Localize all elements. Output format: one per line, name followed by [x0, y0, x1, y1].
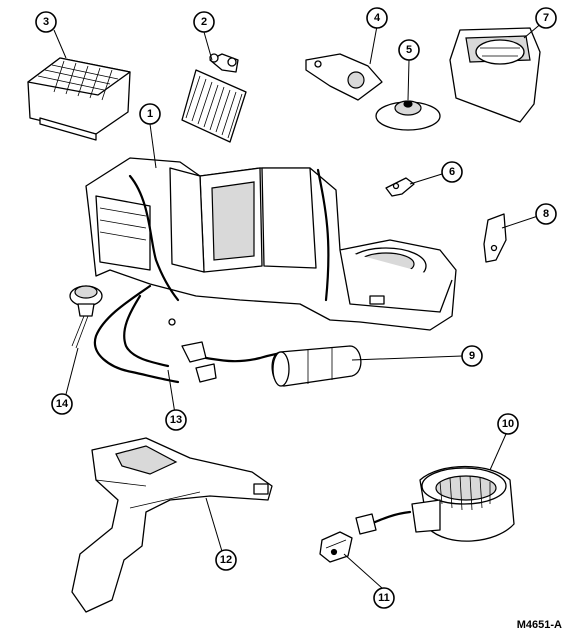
callout-13: 13	[165, 409, 187, 431]
part-3-filter-module	[27, 57, 131, 141]
part-5-grommet	[375, 100, 441, 131]
svg-text:3: 3	[43, 16, 49, 28]
svg-text:14: 14	[56, 398, 69, 410]
svg-text:5: 5	[406, 44, 412, 56]
part-8-bracket	[483, 213, 507, 263]
callout-7: 7	[535, 7, 557, 29]
part-10-blower-motor	[355, 465, 515, 542]
callout-3: 3	[35, 11, 57, 33]
svg-text:6: 6	[449, 166, 455, 178]
part-14-vacuum-actuator	[69, 285, 103, 349]
part-2-heater-core	[181, 53, 247, 143]
callout-9: 9	[461, 345, 483, 367]
part-9-vacuum-reservoir	[271, 345, 362, 387]
svg-text:7: 7	[543, 12, 549, 24]
part-7-air-inlet-duct	[449, 27, 541, 123]
callout-8: 8	[535, 203, 557, 225]
callout-14: 14	[51, 393, 73, 415]
part-6-clip	[385, 177, 415, 197]
svg-text:13: 13	[170, 414, 182, 426]
callout-11: 11	[373, 587, 395, 609]
svg-text:12: 12	[220, 554, 232, 566]
figure-code: M4651-A	[516, 619, 562, 631]
callout-12: 12	[215, 549, 237, 571]
callout-1: 1	[139, 103, 161, 125]
svg-text:8: 8	[543, 208, 549, 220]
callout-6: 6	[441, 161, 463, 183]
svg-text:9: 9	[469, 350, 475, 362]
svg-text:11: 11	[378, 592, 390, 604]
svg-text:4: 4	[374, 12, 381, 24]
part-4-bracket	[305, 53, 383, 101]
callout-5: 5	[398, 39, 420, 61]
part-12-floor-duct	[71, 437, 273, 613]
svg-text:1: 1	[147, 108, 153, 120]
svg-text:2: 2	[201, 16, 207, 28]
svg-text:10: 10	[502, 418, 514, 430]
callout-10: 10	[497, 413, 519, 435]
callout-4: 4	[366, 7, 388, 29]
callout-2: 2	[193, 11, 215, 33]
part-1-hvac-housing	[85, 157, 457, 331]
